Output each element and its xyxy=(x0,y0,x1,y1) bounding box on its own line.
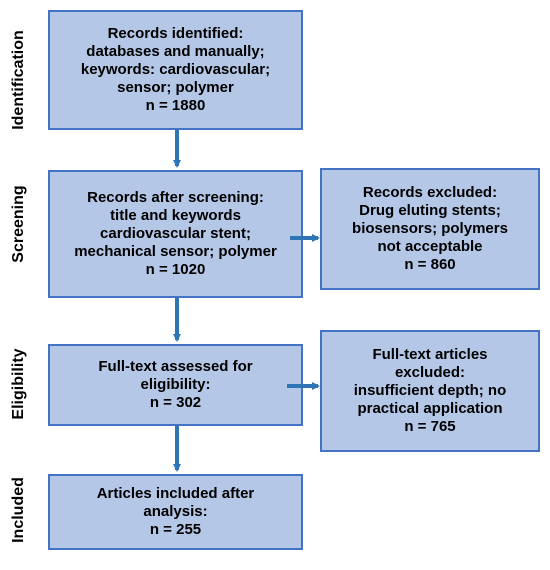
records-identified-text: Records identified: databases and manual… xyxy=(80,25,271,114)
stage-label-eligibility: Eligibility xyxy=(10,348,27,420)
records-screened-box: Records after screening: title and keywo… xyxy=(48,170,303,298)
stage-label-identification: Identification xyxy=(10,30,27,130)
stage-label-screening: Screening xyxy=(10,185,27,263)
records-screened-text: Records after screening: title and keywo… xyxy=(74,189,277,278)
articles-included-box: Articles included after analysis: n = 25… xyxy=(48,474,303,550)
records-identified-box: Records identified: databases and manual… xyxy=(48,10,303,130)
fulltext-excluded-box: Full-text articles excluded: insufficien… xyxy=(320,330,540,452)
records-excluded-text: Records excluded: Drug eluting stents; b… xyxy=(352,184,508,273)
fulltext-assessed-text: Full-text assessed for eligibility: n = … xyxy=(98,358,253,411)
fulltext-assessed-box: Full-text assessed for eligibility: n = … xyxy=(48,344,303,426)
records-excluded-box: Records excluded: Drug eluting stents; b… xyxy=(320,168,540,290)
articles-included-text: Articles included after analysis: n = 25… xyxy=(96,485,255,538)
stage-label-included: Included xyxy=(10,477,27,543)
fulltext-excluded-text: Full-text articles excluded: insufficien… xyxy=(353,346,507,435)
